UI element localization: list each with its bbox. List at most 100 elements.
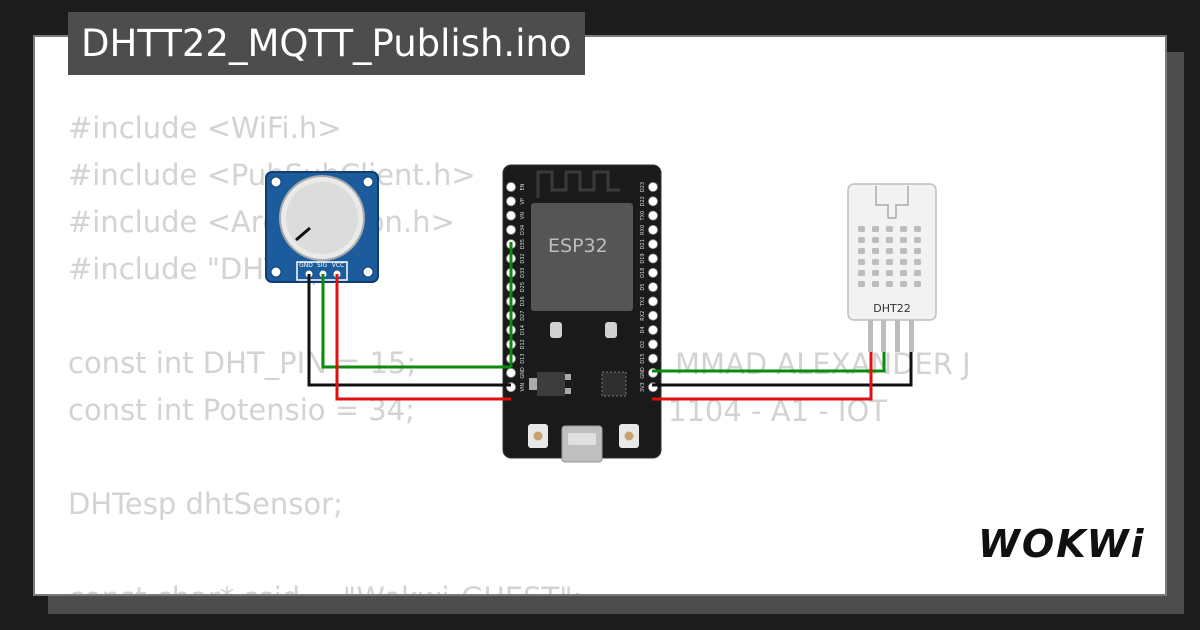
dht22-vent-hole <box>872 270 879 276</box>
esp32-pin-label: TX2 <box>640 297 646 308</box>
esp32-module <box>531 203 633 311</box>
dht22-vent-hole <box>914 248 921 254</box>
dht22-vent-hole <box>900 248 907 254</box>
dht22-vent-hole <box>886 226 893 232</box>
code-line: const char* ssid = "Wokwi-GUEST"; <box>68 581 582 594</box>
dht22-vent-hole <box>886 248 893 254</box>
esp32-pin-label: D12 <box>520 339 526 349</box>
esp32-pin-label: D22 <box>640 196 646 206</box>
esp32-pin-label: D32 <box>520 253 526 263</box>
dht22-vent-hole <box>914 281 921 287</box>
dht22-vent-hole <box>914 237 921 243</box>
wire-pot-vcc <box>335 274 511 401</box>
pot-pin-label-sig: SIG <box>317 262 328 269</box>
wires <box>307 242 913 401</box>
esp32-pin[interactable] <box>648 325 658 335</box>
esp32-pin[interactable] <box>648 296 658 307</box>
dht22-vent-hole <box>900 226 907 232</box>
wire-dht-data <box>652 352 886 373</box>
esp32-label: ESP32 <box>548 235 608 257</box>
dht22-vent-hole <box>872 259 879 265</box>
esp32-pin-label: VIN <box>520 383 526 392</box>
esp32-pin[interactable] <box>648 282 658 293</box>
esp32-pin-label: EN <box>520 183 526 190</box>
esp32-pin-label: VN <box>520 212 526 219</box>
dht22-vent-hole <box>872 226 879 232</box>
esp32-pin-label: D23 <box>640 182 646 192</box>
code-line: #include <WiFi.h> <box>68 111 342 145</box>
esp32-pin-label: D34 <box>520 225 526 235</box>
dht22-vent-hole <box>886 270 893 276</box>
dht22-vent-hole <box>914 259 921 265</box>
esp32-pin-label: D4 <box>640 326 646 333</box>
wire-pot-gnd <box>307 274 511 387</box>
dht22-vent-hole <box>900 237 907 243</box>
esp32-pin-label: D35 <box>520 239 526 249</box>
potentiometer-knob-indicator <box>295 226 311 242</box>
potentiometer[interactable]: GND SIG VCC <box>265 171 379 283</box>
esp32-pin-label: D14 <box>520 325 526 335</box>
dht22-vent-hole <box>914 270 921 276</box>
esp32-pin[interactable] <box>648 267 658 278</box>
esp32-pin-label: D27 <box>520 311 526 321</box>
dht22-vent-hole <box>858 248 865 254</box>
esp32-pin-label: TX0 <box>640 211 646 222</box>
code-line: DHTesp dhtSensor; <box>68 487 343 521</box>
dht22-label: DHT22 <box>873 302 910 315</box>
pot-pin-label-gnd: GND <box>299 262 313 269</box>
wokwi-logo: WOKWi <box>978 522 1146 566</box>
esp32-pin[interactable] <box>648 310 658 321</box>
esp32-pin-label: RX2 <box>640 311 646 321</box>
esp32-pin-label: GND <box>640 367 646 379</box>
wire-dht-vcc <box>652 352 873 401</box>
esp32-pin[interactable] <box>648 210 658 221</box>
dht22-vent-grid <box>858 226 921 287</box>
code-fragment-author: MMAD ALEXANDER J <box>675 347 971 381</box>
wire-dht-gnd <box>652 352 913 387</box>
esp32-pin-label: D26 <box>520 296 526 306</box>
esp32-pin[interactable] <box>506 182 516 192</box>
dht22-vent-hole <box>872 237 879 243</box>
code-line: const int DHT_PIN = 15; <box>68 346 417 380</box>
dht22-vent-hole <box>858 281 865 287</box>
esp32-pin[interactable] <box>648 239 658 250</box>
code-background: #include <WiFi.h> #include <PubSubClient… <box>68 105 582 594</box>
esp32-left-pin-header: ENVPVND34D35D32D33D25D26D27D14D12D13GNDV… <box>506 182 526 393</box>
dht22-vent-hole <box>886 259 893 265</box>
dht22-vent-hole <box>858 270 865 276</box>
esp32-pin-label: D21 <box>640 239 646 249</box>
dht22-vent-hole <box>914 226 921 232</box>
esp32-pin-label: D19 <box>640 253 646 263</box>
esp32-pin-label: D18 <box>640 268 646 278</box>
esp32-pin[interactable] <box>648 196 658 207</box>
esp32-pin[interactable] <box>506 224 516 235</box>
esp32-pin-label: D33 <box>520 268 526 278</box>
wire-pot-sig <box>321 274 511 369</box>
esp32-right-pin-header: D23D22TX0RX0D21D19D18D5TX2RX2D4D2D15GND3… <box>640 182 658 393</box>
esp32-pin[interactable] <box>648 224 658 235</box>
esp32-pin-label: RX0 <box>640 225 646 235</box>
dht22-vent-hole <box>858 226 865 232</box>
esp32-pin-label: D2 <box>640 341 646 348</box>
dht22-vent-hole <box>900 259 907 265</box>
esp32-pin[interactable] <box>648 253 658 264</box>
dht22-vent-hole <box>886 281 893 287</box>
esp32-pin[interactable] <box>648 339 658 350</box>
esp32-pin-label: D13 <box>520 353 526 363</box>
esp32-pin-label: D15 <box>640 353 646 363</box>
esp32-pin[interactable] <box>648 182 658 192</box>
project-title[interactable]: DHTT22_MQTT_Publish.ino <box>68 12 585 75</box>
esp32-pin[interactable] <box>506 196 516 207</box>
dht22-sensor[interactable]: DHT22 <box>847 183 937 352</box>
esp32-pin-label: GND <box>520 367 526 379</box>
esp32-pin[interactable] <box>506 367 516 378</box>
esp32-pin[interactable] <box>506 210 516 221</box>
dht22-vent-hole <box>886 237 893 243</box>
esp32-pin-label: VP <box>520 198 526 204</box>
dht22-vent-hole <box>900 281 907 287</box>
esp32-board[interactable]: ESP32 ENVPVND34D35D32D33D25D26D27D14D12D… <box>502 164 662 463</box>
pot-pin-label-vcc: VCC <box>332 262 344 269</box>
esp32-pin[interactable] <box>648 353 658 364</box>
esp32-pin-label: 3V3 <box>640 382 646 392</box>
